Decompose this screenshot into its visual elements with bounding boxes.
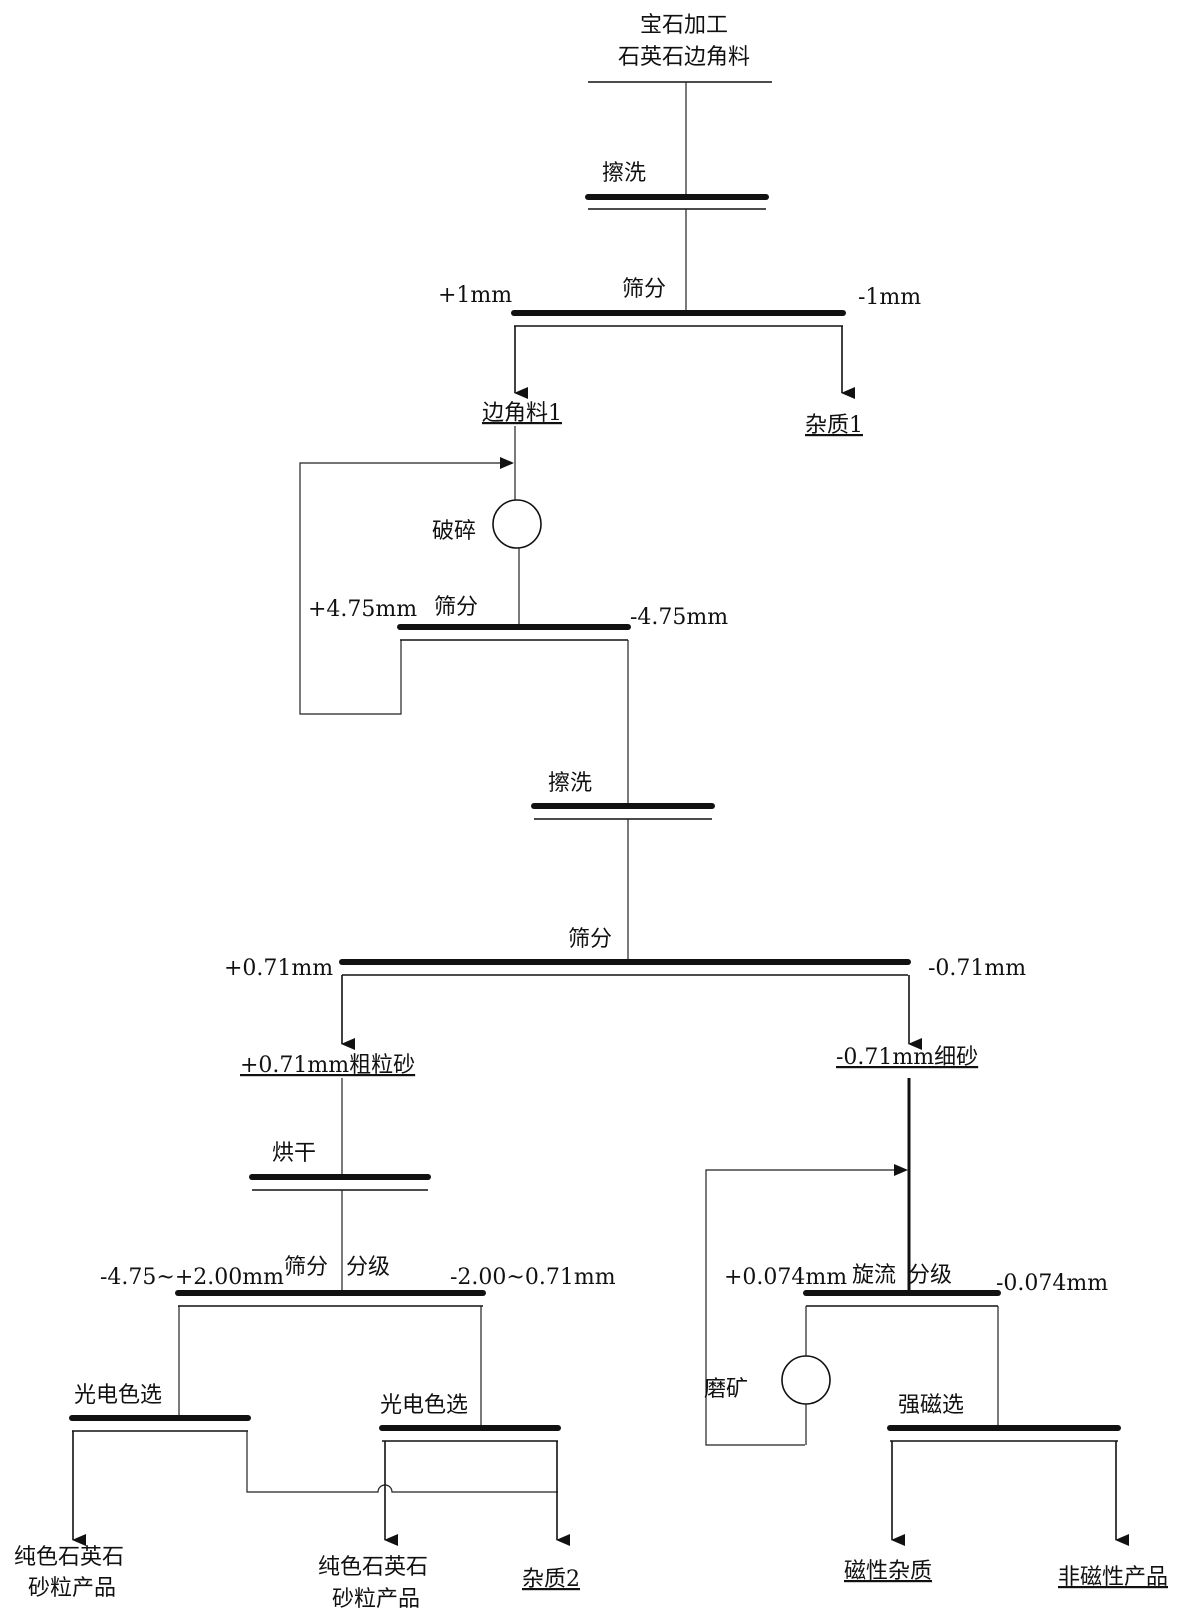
screen2-minus-label: -4.75mm [630,605,728,630]
scrub1-label: 擦洗 [602,161,646,186]
cyclone-minus-label: -0.074mm [996,1271,1108,1296]
screen4-left-label: -4.75~+2.00mm [100,1265,284,1290]
recycle-arrowhead [500,457,514,469]
screen1-plus-label: +1mm [438,283,512,308]
feed-label-line2: 石英石边角料 [618,45,750,70]
grinding-mill-circle [781,1355,831,1405]
product-left-line1: 纯色石英石 [14,1545,124,1570]
screen1-minus-label: -1mm [858,285,921,310]
crush-label: 破碎 [432,519,476,544]
screen2-label: 筛分 [434,595,478,620]
magnetic-impurity-label: 磁性杂质 [844,1559,932,1584]
impurity2-label: 杂质2 [522,1567,580,1592]
scrap1-label: 边角料1 [482,401,562,426]
feed-label-line1: 宝石加工 [640,13,728,38]
screen4-label-b: 分级 [346,1255,390,1280]
product-mid-line1: 纯色石英石 [318,1555,428,1580]
screen2-plus-label: +4.75mm [308,597,417,622]
regrind-loop-line [705,1169,898,1446]
cyclone-plus-label: +0.074mm [724,1265,847,1290]
impurity1-label: 杂质1 [805,413,863,438]
cyclone-label-b: 分级 [908,1263,952,1288]
crusher-circle [492,499,542,549]
screen3-minus-label: -0.71mm [928,956,1026,981]
magnetic-label: 强磁选 [898,1393,964,1418]
screen4-right-label: -2.00~0.71mm [450,1265,616,1290]
screen3-plus-label: +0.71mm [224,956,333,981]
cyclone-label-a: 旋流 [852,1263,896,1288]
screen4-label-a: 筛分 [284,1255,328,1280]
scrub2-label: 擦洗 [548,771,592,796]
regrind-arrowhead [894,1164,908,1176]
dry-label: 烘干 [272,1141,316,1166]
recycle-loop-line [299,462,506,715]
product-mid-line2: 砂粒产品 [332,1587,420,1612]
screen3-label: 筛分 [568,927,612,952]
coarse-sand-label: +0.71mm粗粒砂 [240,1053,415,1078]
nonmagnetic-product-label: 非磁性产品 [1058,1565,1168,1590]
screen1-label: 筛分 [622,277,666,302]
sort-left-label: 光电色选 [74,1383,162,1408]
reject-line-left [246,1431,558,1493]
sort-right-label: 光电色选 [380,1393,468,1418]
fine-sand-label: -0.71mm细砂 [836,1045,978,1070]
product-left-line2: 砂粒产品 [28,1576,116,1601]
grind-label: 磨矿 [704,1377,748,1402]
